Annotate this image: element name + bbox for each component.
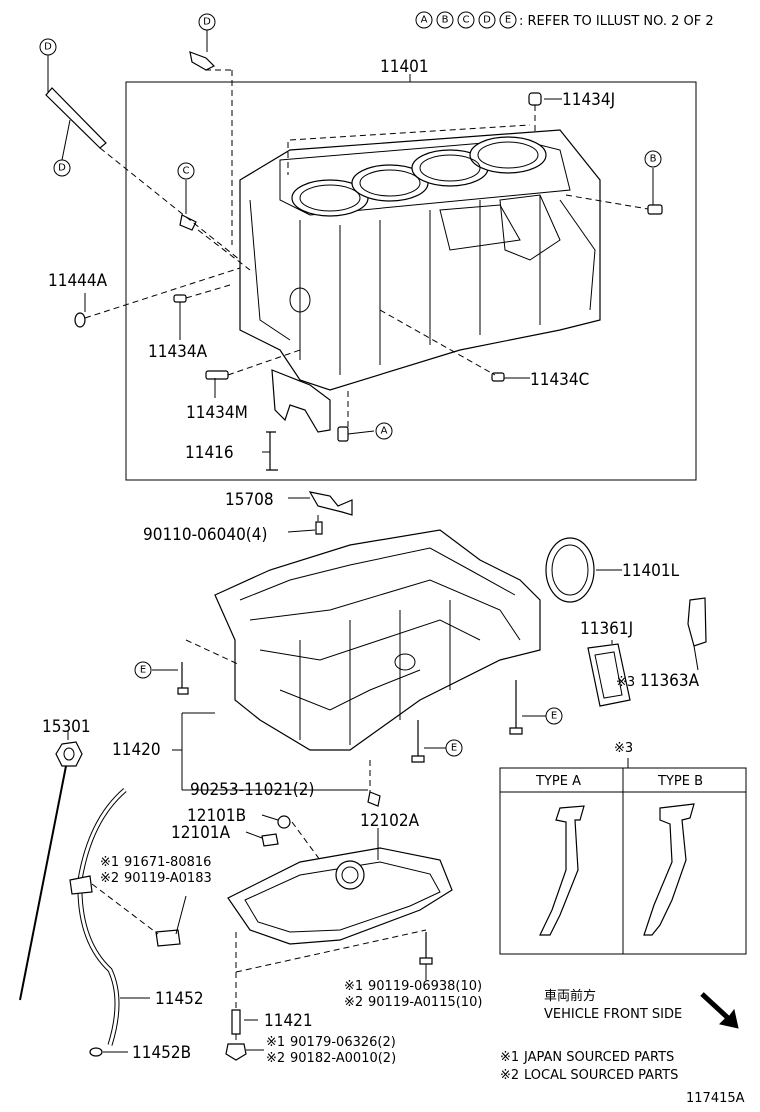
ref-circle-d-left: D — [44, 42, 52, 53]
label-90119a-mark: ※2 — [100, 871, 119, 886]
ref-circle-e-right: E — [551, 711, 557, 722]
middle-parts — [152, 491, 707, 807]
cylinder-block-frame — [125, 81, 697, 481]
note-2-text: LOCAL SOURCED PARTS — [524, 1068, 678, 1083]
type-b-label: TYPE B — [657, 774, 703, 789]
label-90119c-mark: ※2 — [344, 995, 363, 1010]
note-2-mark: ※2 — [500, 1068, 519, 1083]
label-11420: 11420 — [112, 740, 161, 760]
label-11363a: 11363A — [640, 671, 700, 691]
label-11421: 11421 — [264, 1011, 313, 1031]
label-90182-mark: ※2 — [266, 1051, 285, 1066]
ref-circle-d-top: D — [203, 17, 211, 28]
label-15708: 15708 — [225, 490, 274, 510]
type-a-label: TYPE A — [535, 774, 581, 789]
cylinder-block-illustration — [239, 129, 601, 391]
front-jp-label: 車両前方 — [544, 988, 596, 1004]
ref-letter-d: D — [483, 15, 491, 26]
label-91671-mark: ※1 — [100, 855, 119, 870]
ref-circle-b: B — [650, 154, 657, 165]
front-en-label: VEHICLE FRONT SIDE — [544, 1007, 682, 1022]
ref-letter-c: C — [463, 15, 470, 26]
figure-id: 117415A — [686, 1091, 745, 1106]
reference-legend: A B C D E : REFER TO ILLUST NO. 2 OF 2 — [415, 11, 714, 29]
label-12101a: 12101A — [171, 823, 231, 843]
label-11401: 11401 — [380, 57, 429, 77]
type-box-mark: ※3 — [614, 741, 633, 756]
ref-circle-e-left: E — [140, 665, 146, 676]
label-15301: 15301 — [42, 717, 91, 737]
label-11401l: 11401L — [622, 561, 680, 581]
label-11363a-mark: ※3 — [616, 675, 635, 690]
label-90119b-mark: ※1 — [344, 979, 363, 994]
ref-circle-e-center: E — [451, 743, 457, 754]
ref-letter-b: B — [442, 15, 449, 26]
label-11452: 11452 — [155, 989, 204, 1009]
label-91671: 91671-80816 — [124, 855, 211, 870]
label-12101b: 12101B — [187, 806, 246, 826]
ref-circle-a: A — [381, 426, 388, 437]
note-1-text: JAPAN SOURCED PARTS — [523, 1050, 674, 1065]
ref-letter-e: E — [505, 15, 511, 26]
label-11361j: 11361J — [580, 619, 633, 639]
label-90182: 90182-A0010(2) — [290, 1051, 396, 1066]
label-11434j: 11434J — [562, 90, 615, 110]
label-11434c: 11434C — [530, 370, 589, 390]
label-90110: 90110-06040(4) — [143, 525, 267, 545]
label-90179-mark: ※1 — [266, 1035, 285, 1050]
label-11434m: 11434M — [186, 403, 248, 423]
label-90119b: 90119-06938(10) — [368, 979, 482, 994]
ref-circle-d-lower: D — [58, 163, 66, 174]
label-11434a: 11434A — [148, 342, 208, 362]
label-90253: 90253-11021(2) — [190, 780, 314, 800]
label-90119a: 90119-A0183 — [124, 871, 212, 886]
block-leaders — [84, 69, 654, 453]
type-comparison-box: ※3 TYPE A TYPE B — [499, 741, 747, 955]
label-11452b: 11452B — [132, 1043, 191, 1063]
ref-circle-c: C — [183, 166, 190, 177]
ref-letter-a: A — [421, 15, 428, 26]
label-12102a: 12102A — [360, 811, 420, 831]
label-90179: 90179-06326(2) — [290, 1035, 396, 1050]
label-11444a: 11444A — [48, 271, 108, 291]
label-11416: 11416 — [185, 443, 234, 463]
vehicle-front-indicator: 車両前方 VEHICLE FRONT SIDE — [544, 988, 739, 1029]
label-90119c: 90119-A0115(10) — [368, 995, 482, 1010]
lower-parts — [19, 730, 453, 1061]
ref-text: : REFER TO ILLUST NO. 2 OF 2 — [519, 14, 714, 29]
note-1-mark: ※1 — [500, 1050, 519, 1065]
